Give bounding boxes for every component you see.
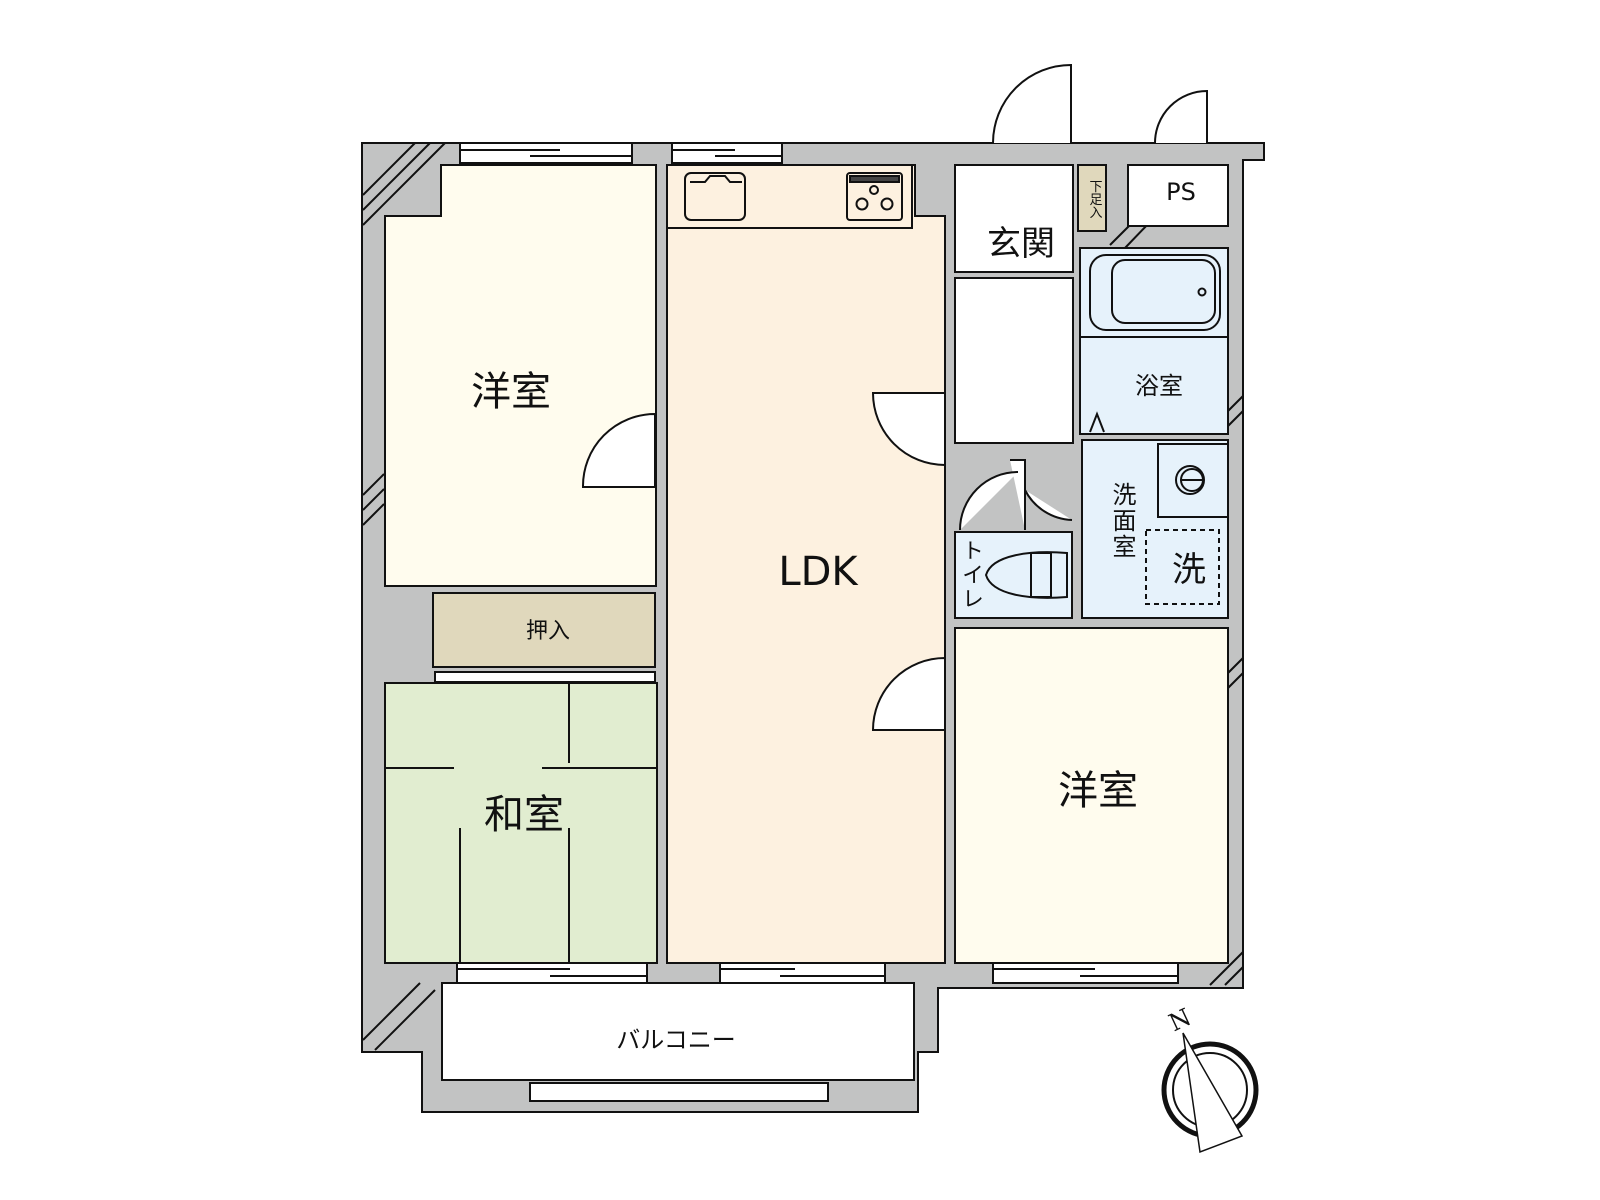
doors — [581, 63, 1208, 731]
room-label-washer: 洗 — [1172, 550, 1206, 590]
western-room-2 — [954, 627, 1229, 964]
ldk-room — [666, 164, 946, 964]
sink-icon — [684, 172, 746, 221]
room-label-closet: 押入 — [525, 619, 571, 644]
room-label-toilet: トイレ — [958, 539, 983, 611]
closet — [432, 592, 656, 668]
balcony — [441, 982, 915, 1081]
step-marker-icon — [1089, 411, 1105, 433]
entrance — [954, 164, 1074, 273]
washer-space — [1145, 529, 1220, 605]
bathtub-icon — [1089, 254, 1221, 331]
hallway — [954, 277, 1074, 444]
room-label-washroom: 洗面室 — [1108, 482, 1136, 560]
kitchen-counter — [666, 164, 913, 229]
japanese-room — [384, 682, 658, 964]
toilet-doors — [959, 459, 1073, 531]
room-label-shoe-box: 下足入 — [1086, 179, 1102, 219]
tatami-lines — [385, 683, 657, 963]
room-label-ps: PS — [1166, 178, 1196, 206]
windows — [434, 142, 1179, 984]
room-label-western-2: 洋室 — [1058, 768, 1138, 814]
toilet-icon — [984, 551, 1068, 599]
room-label-japanese: 和室 — [484, 792, 564, 838]
room-label-ldk: LDK — [778, 549, 858, 595]
compass-icon — [1161, 1032, 1259, 1154]
toilet-room — [954, 531, 1073, 619]
shoe-box — [1077, 164, 1107, 232]
bathroom — [1079, 247, 1229, 435]
room-label-entrance: 玄関 — [987, 224, 1055, 264]
pipe-space — [1127, 164, 1229, 227]
room-label-balcony: バルコニー — [616, 1026, 736, 1054]
basin-icon — [1175, 465, 1205, 495]
stove-icon — [846, 172, 903, 221]
room-label-bathroom: 浴室 — [1135, 372, 1183, 400]
room-label-western-1: 洋室 — [471, 369, 551, 415]
